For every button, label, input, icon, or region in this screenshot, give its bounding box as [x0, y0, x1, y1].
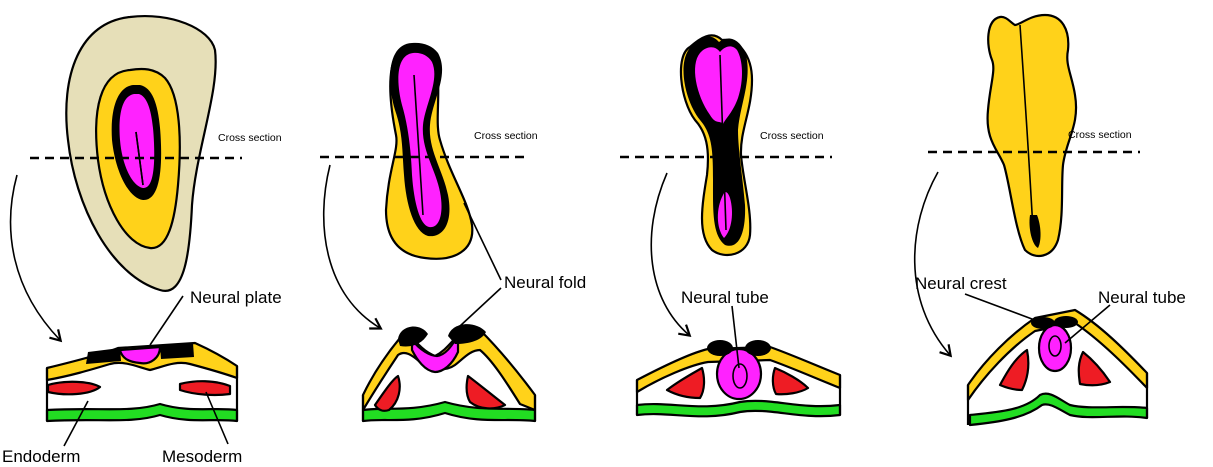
endoderm	[637, 401, 840, 417]
neural-crest-left	[707, 340, 733, 356]
stage-4-embryo	[988, 15, 1077, 256]
neural-fold-leader-bottom	[460, 288, 501, 326]
stage-3-cross-section	[637, 340, 840, 416]
endoderm	[970, 394, 1147, 425]
mesoderm-left	[48, 382, 100, 394]
neural-plate-leader	[150, 296, 183, 345]
neural-crest-right	[745, 340, 771, 356]
cross-section-label: Cross section	[474, 130, 538, 142]
cross-section-label: Cross section	[760, 130, 824, 142]
cross-section-arrow	[324, 165, 380, 328]
neural-crest-left	[1031, 317, 1055, 329]
neural-tube-section	[717, 349, 761, 399]
stage-2-embryo	[386, 43, 472, 259]
stage-3-embryo	[681, 35, 752, 255]
label-neural-fold: Neural fold	[504, 273, 586, 292]
endoderm	[47, 404, 237, 421]
mesoderm-right	[467, 376, 505, 408]
stage-1: Cross section Neural plate Endoderm Meso…	[2, 16, 282, 466]
neural-crest-right	[1054, 316, 1078, 328]
mesoderm-right	[1079, 352, 1110, 385]
label-endoderm: Endoderm	[2, 447, 80, 466]
neural-tube-section	[1039, 325, 1071, 371]
cross-section-label: Cross section	[1068, 129, 1132, 141]
label-neural-tube: Neural tube	[681, 288, 769, 307]
label-neural-crest: Neural crest	[915, 274, 1007, 293]
mesoderm-right	[180, 381, 230, 395]
stage-1-cross-section	[47, 343, 237, 421]
neural-crest-leader	[965, 294, 1040, 322]
stage-3: Cross section Neural tube	[620, 35, 840, 416]
label-neural-tube: Neural tube	[1098, 288, 1186, 307]
cross-section-arrow	[915, 172, 950, 355]
cross-section-label: Cross section	[218, 132, 282, 144]
stage-2: Cross section Neural fold	[320, 43, 586, 421]
stage-4-cross-section	[968, 310, 1147, 425]
label-neural-plate: Neural plate	[190, 288, 282, 307]
cross-section-arrow	[11, 175, 60, 340]
stage-2-cross-section	[363, 324, 535, 421]
neural-fold-cap-left	[398, 327, 428, 347]
cross-section-arrow	[651, 173, 689, 335]
endoderm-leader	[64, 401, 88, 446]
stage-1-embryo	[66, 16, 215, 291]
stage-4: Cross section Neural crest Neural tube	[915, 15, 1186, 425]
label-mesoderm: Mesoderm	[162, 447, 242, 466]
